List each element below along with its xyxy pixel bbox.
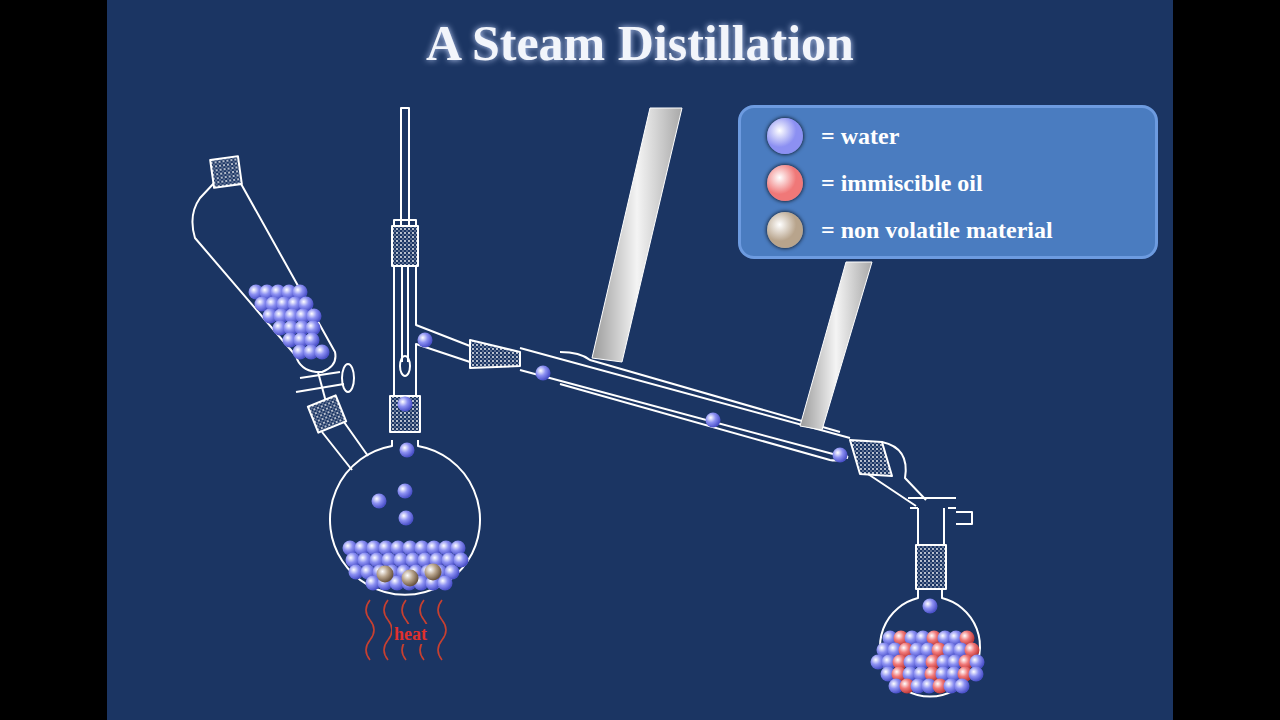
legend-row: = immiscible oil: [767, 163, 983, 203]
water-sphere: [398, 484, 413, 499]
legend-text: = immiscible oil: [821, 170, 983, 197]
title: A Steam Distillation: [107, 14, 1173, 72]
water-sphere: [833, 448, 848, 463]
water-sphere: [400, 443, 415, 458]
water-sphere: [315, 345, 330, 360]
legend-text: = non volatile material: [821, 217, 1053, 244]
water-sphere: [969, 667, 984, 682]
water-sphere: [536, 366, 551, 381]
water-sphere: [923, 599, 938, 614]
heat-label: heat: [392, 624, 429, 644]
water-sphere: [955, 679, 970, 694]
water-sphere: [706, 413, 721, 428]
water-sphere: [418, 333, 433, 348]
legend-row: = water: [767, 116, 899, 156]
legend-swatch: [767, 118, 803, 154]
nonvolatile-sphere: [425, 564, 442, 581]
legend-swatch: [767, 212, 803, 248]
water-sphere: [399, 511, 414, 526]
legend-box: = water = immiscible oil = non volatile ma…: [738, 105, 1158, 259]
water-sphere: [454, 553, 469, 568]
legend-text: = water: [821, 123, 899, 150]
nonvolatile-sphere: [402, 570, 419, 587]
water-sphere: [398, 397, 413, 412]
water-sphere: [438, 576, 453, 591]
nonvolatile-sphere: [377, 566, 394, 583]
legend-swatch: [767, 165, 803, 201]
legend-row: = non volatile material: [767, 210, 1053, 250]
water-sphere: [372, 494, 387, 509]
